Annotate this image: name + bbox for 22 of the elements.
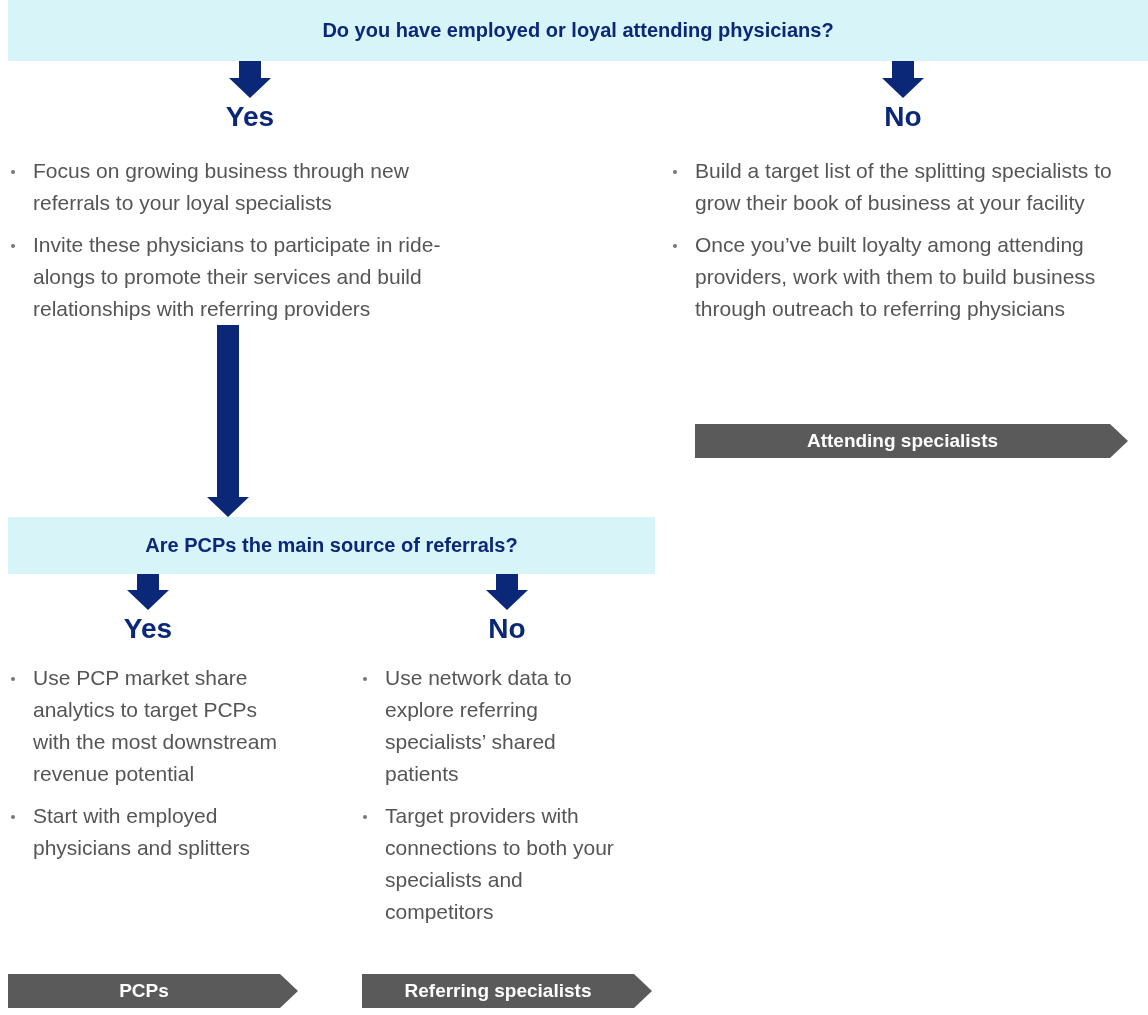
answer-label: No [457,610,557,648]
block-arrow [486,574,528,610]
block-arrow [127,574,169,610]
bullet-text: Use network data to explore referring specialists’ shared patients [360,662,632,790]
chevron-banner: Attending specialists [695,424,1128,458]
question-banner: Do you have employed or loyal attending physicians? [8,0,1148,61]
bullet-text: Target providers with connections to both your specialists and competitors [360,800,632,928]
bullet-text: Start with employed physicians and splitters [8,800,288,864]
block-arrow [207,325,249,517]
chevron-banner: Referring specialists [362,974,652,1008]
block-arrow [229,61,271,98]
answer-label: No [853,98,953,136]
question-banner: Are PCPs the main source of referrals? [8,517,655,574]
bullet-text: Once you’ve built loyalty among attending providers, work with them to build business through outreach to referring physicians [670,229,1142,325]
bullet-text: Build a target list of the splitting specialists to grow their book of business at your facility [670,155,1142,219]
chevron-banner: PCPs [8,974,298,1008]
answer-label: Yes [200,98,300,136]
bullet-text: Use PCP market share analytics to target PCPs with the most downstream revenue potential [8,662,288,790]
bullet-text: Invite these physicians to participate in ride-alongs to promote their services and build relationships with referring providers [8,229,448,325]
answer-label: Yes [98,610,198,648]
block-arrow [882,61,924,98]
bullet-text: Focus on growing business through new referrals to your loyal specialists [8,155,448,219]
